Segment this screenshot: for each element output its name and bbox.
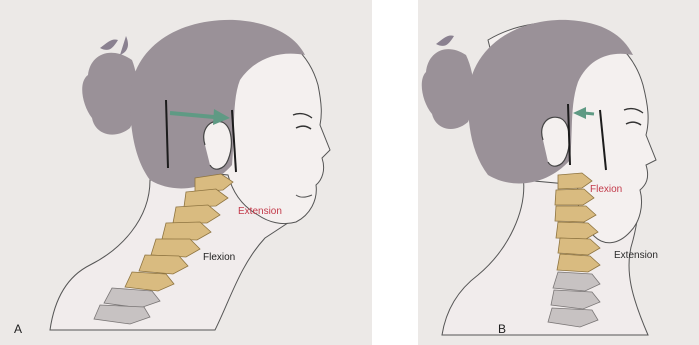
- flexion-label-b: Flexion: [590, 184, 622, 195]
- panel-label-b: B: [498, 322, 506, 336]
- panel-label-a: A: [14, 322, 22, 336]
- extension-label-b: Extension: [614, 250, 658, 261]
- panel-b: Flexion Extension B: [418, 0, 699, 345]
- panel-b-illustration: [418, 0, 699, 345]
- panel-a: Extension Flexion A: [0, 0, 372, 345]
- panel-a-illustration: [0, 0, 372, 345]
- extension-label-a: Extension: [238, 206, 282, 217]
- flexion-label-a: Flexion: [203, 252, 235, 263]
